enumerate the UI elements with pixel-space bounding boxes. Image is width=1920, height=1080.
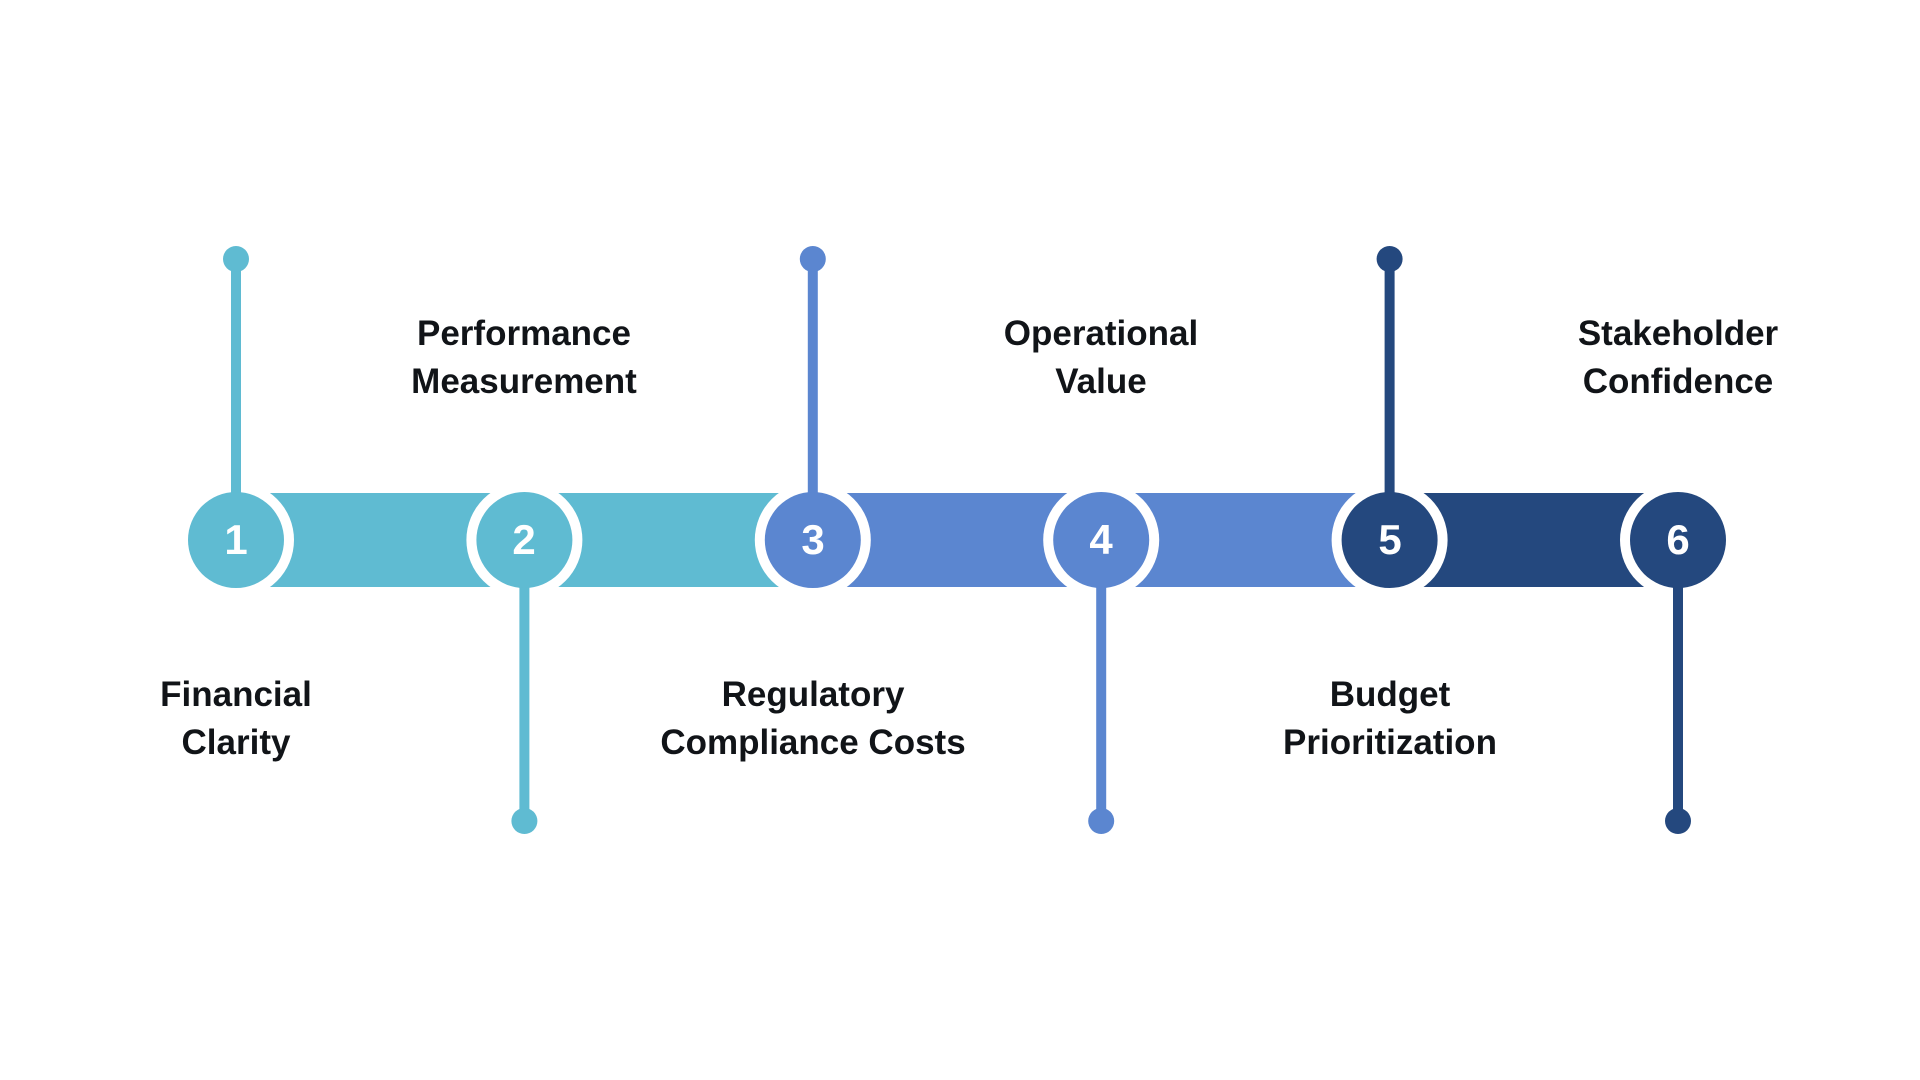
step-circle-3 [764, 492, 861, 588]
step-number-5: 5 [1378, 516, 1402, 563]
step-label-line: Budget [1329, 675, 1451, 714]
step-label-line: Measurement [411, 362, 637, 401]
step-label-5: Budget Prioritization [1160, 671, 1620, 767]
step-label-line: Compliance Costs [660, 723, 966, 762]
step-label-line: Regulatory [721, 675, 905, 714]
step-label-2: Performance Measurement [294, 310, 754, 406]
step-label-line: Operational [1003, 314, 1199, 353]
step-label-6: Stakeholder Confidence [1448, 310, 1908, 406]
step-label-line: Value [1055, 362, 1147, 401]
step-number-1: 1 [224, 516, 248, 563]
step-label-4: Operational Value [871, 310, 1331, 406]
step-label-line: Financial [160, 675, 312, 714]
step-label-1: Financial Clarity [6, 671, 466, 767]
step-label-line: Clarity [181, 723, 291, 762]
step-circle-4 [1053, 492, 1150, 588]
step-circle-6 [1630, 492, 1726, 588]
step-circle-1 [188, 492, 284, 588]
step-label-line: Stakeholder [1577, 314, 1779, 353]
step-label-line: Performance [417, 314, 631, 353]
step-circle-2 [476, 492, 573, 588]
stem-dot-4 [1088, 808, 1115, 834]
step-label-3: Regulatory Compliance Costs [583, 671, 1043, 767]
stem-dot-5 [1376, 246, 1403, 272]
step-label-line: Confidence [1582, 362, 1774, 401]
stem-dot-2 [511, 808, 538, 834]
stem-dot-6 [1665, 808, 1691, 834]
step-number-3: 3 [801, 516, 825, 563]
stem-dot-3 [799, 246, 826, 272]
step-number-2: 2 [512, 516, 536, 563]
step-label-line: Prioritization [1283, 723, 1497, 762]
step-number-6: 6 [1666, 516, 1690, 563]
stem-dot-1 [223, 246, 249, 272]
step-number-4: 4 [1089, 516, 1113, 563]
step-circle-5 [1341, 492, 1438, 588]
